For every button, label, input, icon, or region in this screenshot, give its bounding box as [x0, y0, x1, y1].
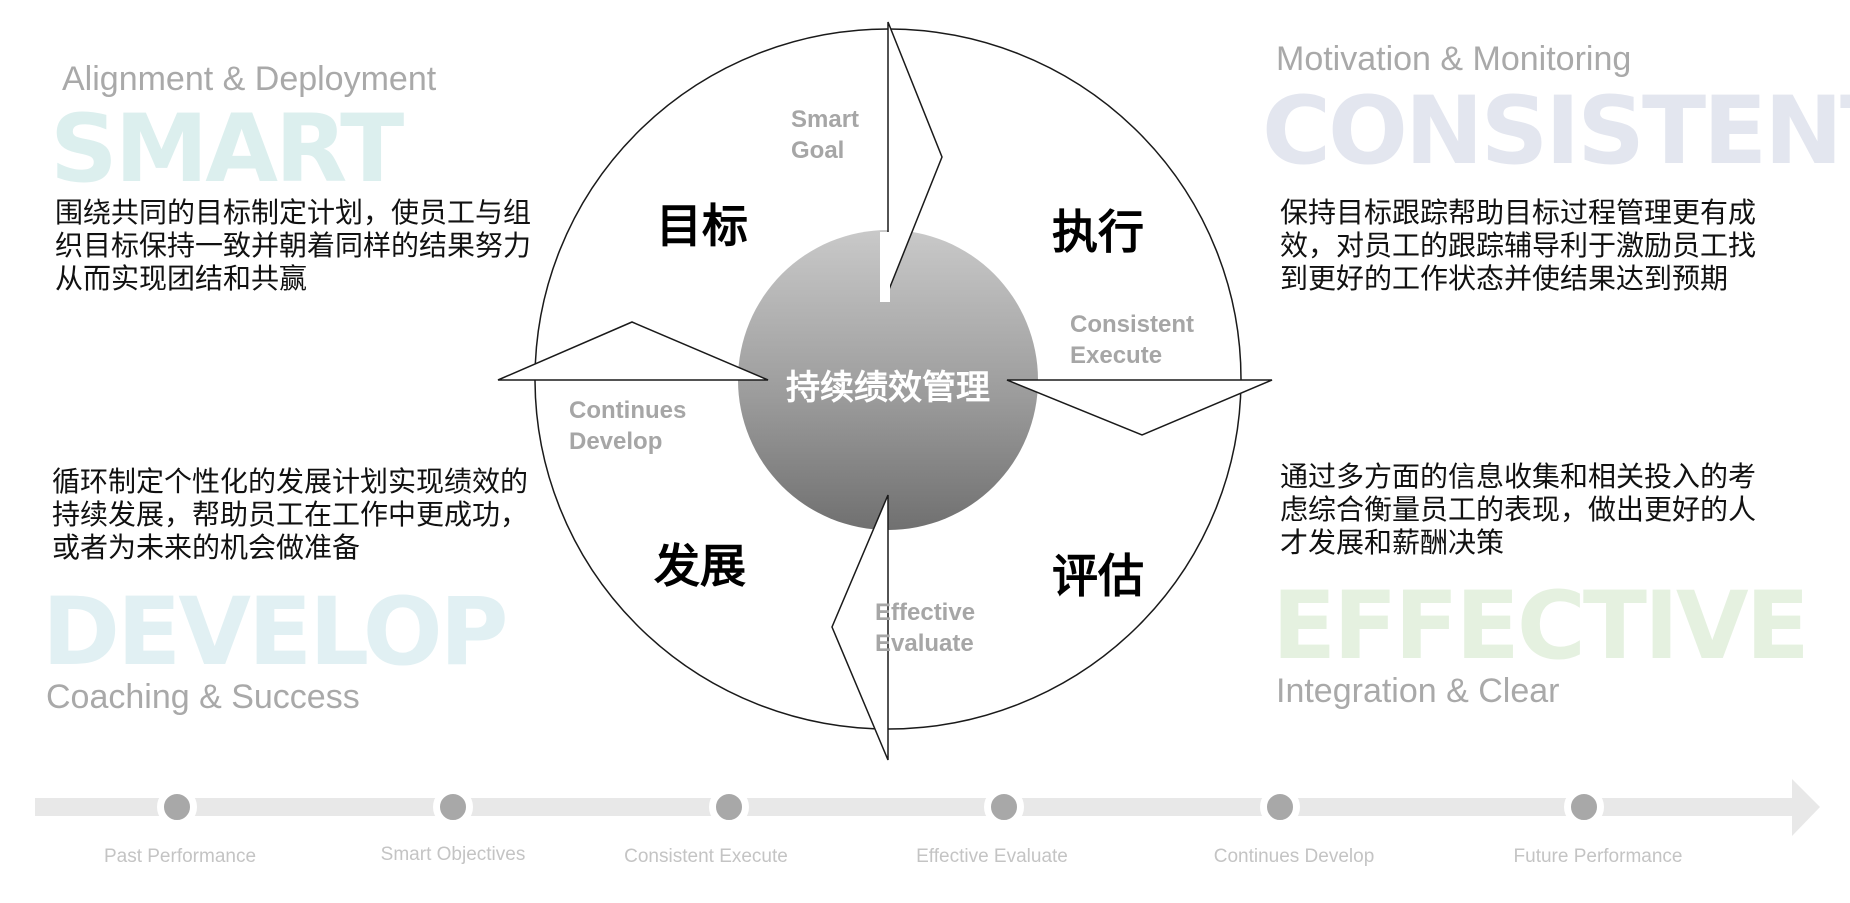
stage-label-goal: 目标 [656, 199, 748, 253]
description-smart: 围绕共同的目标制定计划，使员工与组织目标保持一致并朝着同样的结果努力从而实现团结… [55, 196, 532, 295]
stage-en-evaluate: Effective Evaluate [875, 597, 975, 659]
timeline-label-effective-evaluate: Effective Evaluate [916, 846, 1068, 867]
stage-en-develop-line1: Continues [569, 397, 687, 424]
center-sphere [738, 230, 1038, 530]
stage-en-goal-line1: Smart [791, 106, 860, 133]
stage-en-evaluate-line1: Effective [875, 599, 976, 626]
timeline-bar [35, 798, 1805, 816]
timeline-label-smart-objectives: Smart Objectives [380, 844, 526, 865]
description-effective: 通过多方面的信息收集和相关投入的考虑综合衡量员工的表现，做出更好的人才发展和薪酬… [1280, 460, 1757, 559]
stage-label-develop: 发展 [654, 539, 746, 593]
stage-en-goal-line2: Goal [791, 137, 845, 164]
arrow-bottom [831, 494, 889, 761]
keyword-consistent: CONSISTENT [1262, 77, 1850, 186]
arrow-right [1006, 379, 1273, 436]
arrow-top-mask [880, 232, 890, 302]
timeline-arrowhead [1792, 779, 1820, 836]
stage-en-execute-line1: Consistent [1070, 311, 1195, 338]
timeline-label-continues-develop: Continues Develop [1213, 846, 1375, 867]
description-consistent: 保持目标跟踪帮助目标过程管理更有成效，对员工的跟踪辅导利于激励员工找到更好的工作… [1280, 196, 1757, 295]
stage-label-execute: 执行 [1052, 205, 1144, 259]
keyword-develop: DEVELOP [42, 578, 509, 687]
description-develop: 循环制定个性化的发展计划实现绩效的持续发展，帮助员工在工作中更成功，或者为未来的… [52, 465, 529, 564]
timeline-label-past-performance: Past Performance [103, 846, 257, 867]
center-label: 持续绩效管理 [786, 368, 990, 408]
timeline-dot-effective-evaluate [984, 787, 1024, 827]
arrow-left [497, 321, 769, 381]
stage-en-develop-line2: Develop [569, 428, 663, 455]
subtitle-alignment-deployment: Alignment & Deployment [62, 60, 437, 98]
subtitle-coaching-success: Coaching & Success [46, 678, 360, 716]
stage-en-execute: Consistent Execute [1070, 309, 1194, 371]
stage-en-execute-line2: Execute [1070, 342, 1163, 369]
timeline-dot-smart-objectives [433, 787, 473, 827]
timeline-label-future-performance: Future Performance [1513, 846, 1683, 867]
stage-en-evaluate-line2: Evaluate [875, 630, 974, 657]
timeline-label-consistent-execute: Consistent Execute [624, 846, 788, 867]
timeline-dot-future-performance [1564, 787, 1604, 827]
stage-en-develop: Continues Develop [569, 395, 686, 457]
timeline-dot-past-performance [157, 787, 197, 827]
timeline-dot-continues-develop [1260, 787, 1300, 827]
stage-en-goal: Smart Goal [791, 104, 859, 166]
stage-label-evaluate: 评估 [1052, 549, 1144, 603]
keyword-effective: EFFECTIVE [1272, 572, 1810, 681]
subtitle-integration-clear: Integration & Clear [1276, 672, 1560, 710]
timeline-dot-consistent-execute [709, 787, 749, 827]
keyword-smart: SMART [50, 95, 404, 204]
subtitle-motivation-monitoring: Motivation & Monitoring [1276, 40, 1632, 78]
